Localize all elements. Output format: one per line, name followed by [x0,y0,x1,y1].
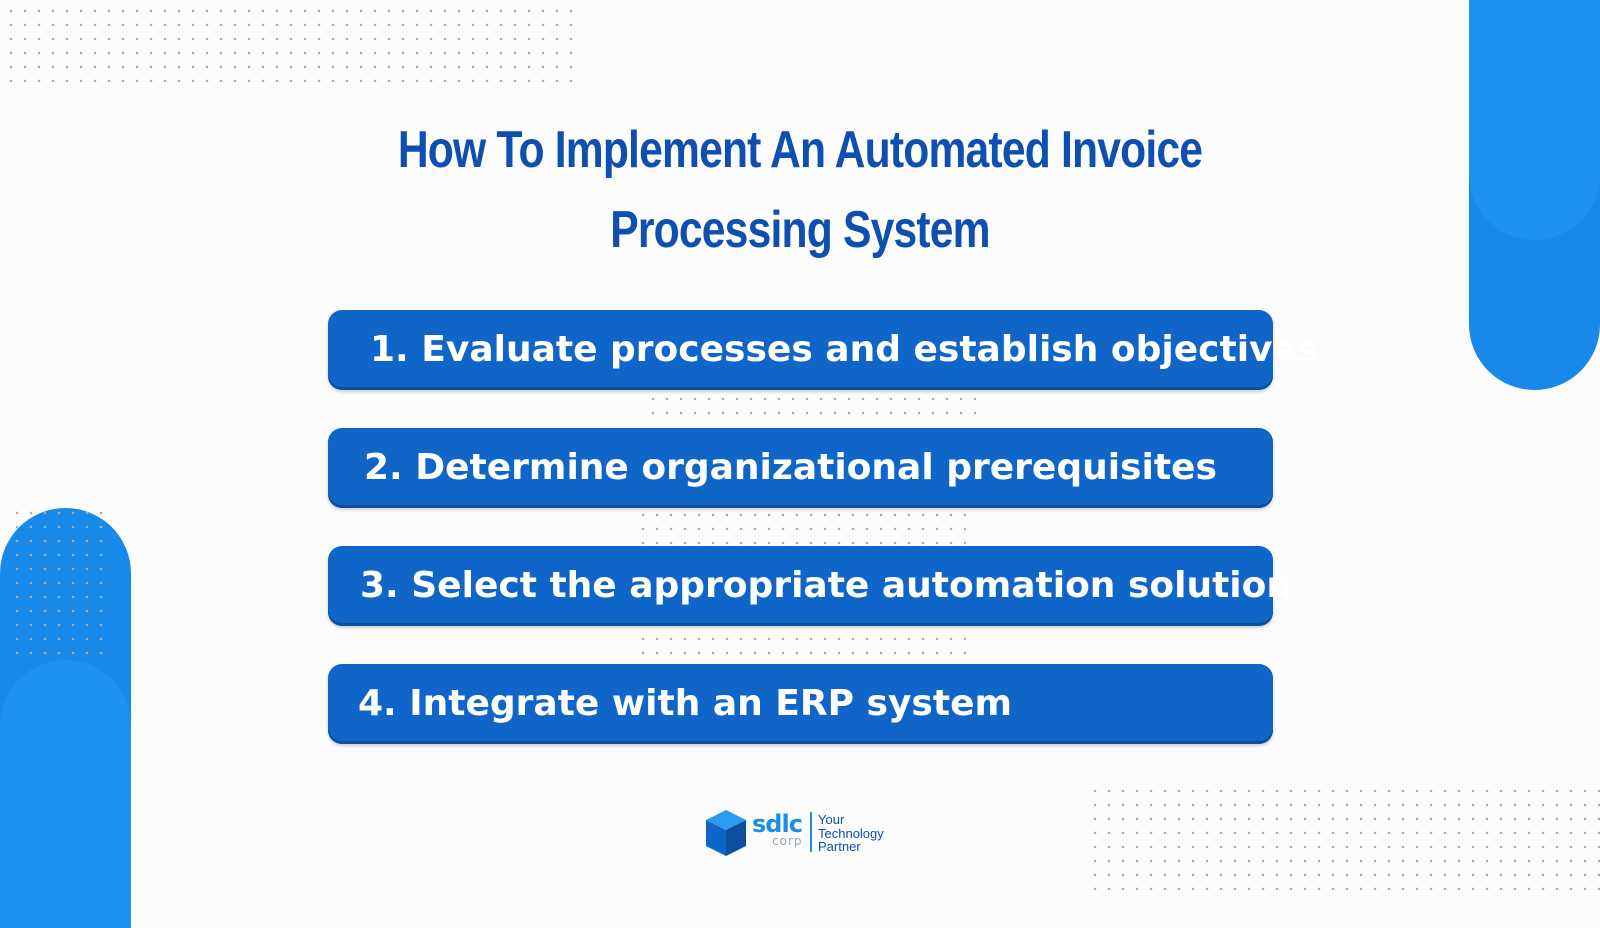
logo-divider [810,812,812,852]
step-4-banner: 4. Integrate with an ERP system [328,664,1273,744]
tagline-line-2: Technology [818,825,884,841]
page-title: How To Implement An Automated Invoice Pr… [390,110,1210,270]
logo-subtext: corp [772,834,803,848]
decorative-pill-top-right [1469,0,1600,390]
dot-pattern-top-left [4,4,584,92]
dot-pattern-bottom-right [1088,784,1600,900]
dot-pattern-middle [636,508,966,548]
step-1-banner: 1. Evaluate processes and establish obje… [328,310,1318,390]
tagline-line-3: Partner [818,839,861,854]
step-2-banner: 2. Determine organizational prerequisite… [328,428,1273,508]
dot-pattern-middle [636,632,966,658]
dot-pattern-left [10,506,110,656]
cube-icon [706,810,746,856]
dot-pattern-middle [646,392,976,426]
step-3-banner: 3. Select the appropriate automation sol… [328,546,1292,626]
title-line-1: How To Implement An Automated Invoice [397,121,1203,179]
logo-name: sdlc [752,810,803,838]
title-line-2: Processing System [610,201,990,259]
logo-tagline: Your Technology Partner [818,813,884,854]
tagline-line-1: Your [818,812,845,827]
